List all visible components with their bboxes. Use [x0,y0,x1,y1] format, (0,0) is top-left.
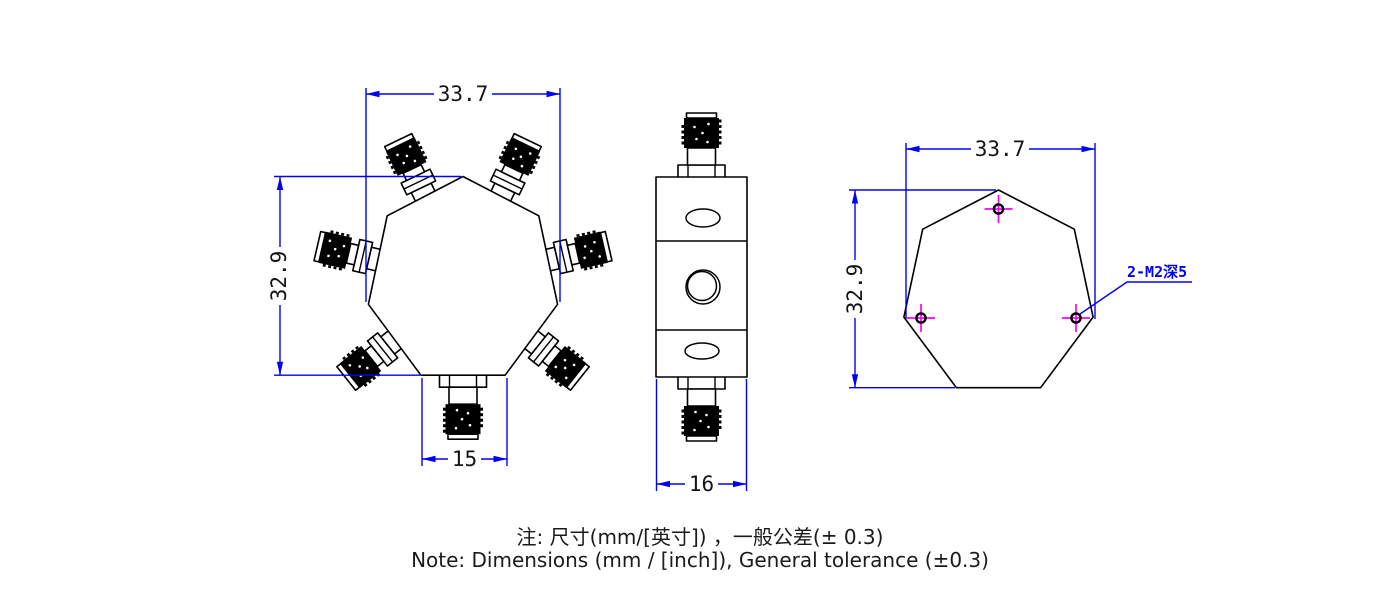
dim-text: 32.9 [843,264,867,315]
heptagon-outline [903,189,1094,389]
sma-connector [312,227,385,280]
sma-connector [677,374,726,442]
notes-block: 注: 尺寸(mm/[英寸]) ，一般公差(± 0.3) Note: Dimens… [411,525,989,572]
side-dim-depth: 16 [655,379,748,496]
back-view: 2-M2深5 [903,189,1192,389]
screw-hole-top [984,195,1013,223]
dim-text: 15 [452,447,477,471]
side-body [655,176,748,378]
dim-text: 33.7 [975,137,1026,161]
center-hole-outer [685,269,721,305]
sma-connector [541,227,614,280]
front-dim-port: 15 [421,378,508,471]
dim-text: 16 [689,472,714,496]
front-view [312,131,614,441]
dim-text: 32.9 [267,251,291,302]
front-dim-width: 33.7 [365,82,561,302]
screw-hole-left [907,304,935,332]
center-hole-inner [686,270,718,302]
note-line-cn: 注: 尺寸(mm/[英寸]) ，一般公差(± 0.3) [517,525,884,549]
screw-hole-right [1062,304,1090,332]
note-line-en: Note: Dimensions (mm / [inch]), General … [411,548,989,572]
back-dim-width: 33.7 [905,137,1096,319]
sma-connector [677,112,726,180]
front-dim-height: 32.9 [267,175,461,376]
sma-connector [438,372,488,441]
side-view [655,112,748,442]
screw-hole-callout: 2-M2深5 [1079,263,1192,315]
callout-text: 2-M2深5 [1127,263,1187,281]
heptagon-body [367,175,559,377]
bottom-slot [684,342,720,360]
back-dim-height: 32.9 [843,189,996,389]
top-slot [685,208,721,228]
dim-text: 33.7 [438,82,489,106]
